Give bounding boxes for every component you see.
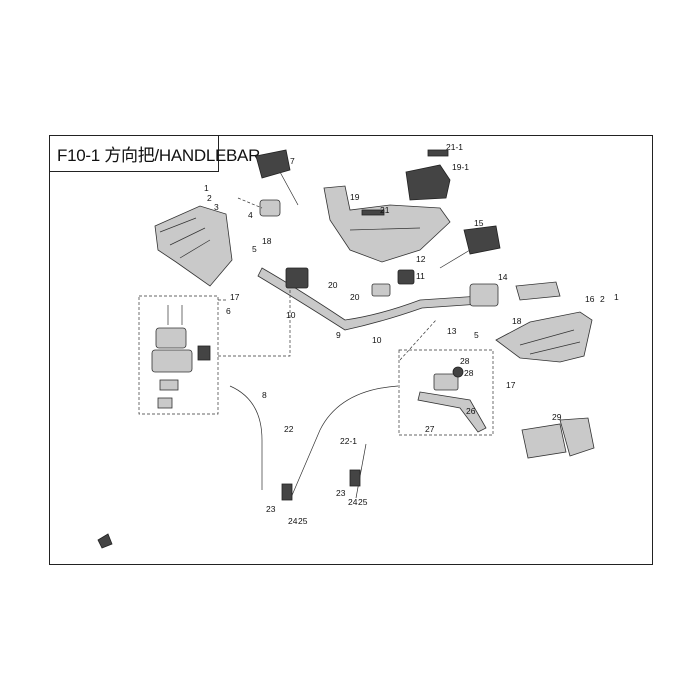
left-mirror xyxy=(255,149,299,206)
callout-10b: 10 xyxy=(372,335,382,345)
fitting-right xyxy=(349,469,361,487)
callout-25b: 25 xyxy=(358,497,368,507)
brake-hose-22 xyxy=(289,385,399,501)
right-clamp xyxy=(397,269,415,285)
handlebar-tube xyxy=(257,267,481,331)
clamp-20 xyxy=(371,283,391,297)
callout-3: 3 xyxy=(214,202,219,212)
callout-5: 5 xyxy=(252,244,257,254)
callout-4: 4 xyxy=(248,210,253,220)
callout-23b: 23 xyxy=(336,488,346,498)
left-switch-group-box xyxy=(138,295,219,415)
left-hand-guard xyxy=(154,205,233,287)
callout-22-1: 22-1 xyxy=(340,436,357,446)
callout-21: 21 xyxy=(380,205,390,215)
callout-23: 23 xyxy=(266,504,276,514)
callout-19: 19 xyxy=(350,192,360,202)
right-hand-guard xyxy=(495,311,593,363)
brake-hose-22-1 xyxy=(355,443,367,499)
callout-13: 13 xyxy=(447,326,457,336)
fitting-left xyxy=(281,483,293,501)
callout-6: 6 xyxy=(226,306,231,316)
callout-8: 8 xyxy=(262,390,267,400)
callout-labels: 1 2 3 4 5 6 7 8 9 10 10 11 12 13 14 15 1… xyxy=(204,142,619,526)
callout-1: 1 xyxy=(204,183,209,193)
right-switch xyxy=(469,283,499,307)
handlebar-cover xyxy=(323,185,451,263)
emblem-21 xyxy=(361,209,385,216)
callout-20: 20 xyxy=(328,280,338,290)
part-29-sleeve xyxy=(521,417,595,459)
diagram-frame xyxy=(49,135,653,565)
diagram-title: F10-1 方向把/HANDLEBAR xyxy=(49,135,260,172)
callout-26: 26 xyxy=(466,406,476,416)
callout-24: 24 xyxy=(288,516,298,526)
callout-5b: 5 xyxy=(474,330,479,340)
callout-20b: 20 xyxy=(350,292,360,302)
callout-7: 7 xyxy=(290,156,295,166)
page-corner-icon xyxy=(97,533,113,549)
callout-25: 25 xyxy=(298,516,308,526)
left-clamp xyxy=(285,267,309,289)
callout-11: 11 xyxy=(416,271,425,281)
callout-19-1: 19-1 xyxy=(452,162,469,172)
handlebar-pad xyxy=(405,164,451,201)
callout-1b: 1 xyxy=(614,292,619,302)
throttle-grip xyxy=(515,281,561,301)
emblem-21-1 xyxy=(427,149,449,157)
left-grip xyxy=(259,199,281,217)
throttle-cable xyxy=(229,385,263,490)
callout-2b: 2 xyxy=(600,294,605,304)
callout-27: 27 xyxy=(425,424,435,434)
callout-14: 14 xyxy=(498,272,508,282)
brake-master-assembly xyxy=(417,366,487,433)
callout-17b: 17 xyxy=(506,380,516,390)
callout-18b: 18 xyxy=(512,316,522,326)
callout-12: 12 xyxy=(416,254,426,264)
callout-28: 28 xyxy=(460,356,470,366)
callout-18: 18 xyxy=(262,236,272,246)
callout-22: 22 xyxy=(284,424,294,434)
left-switch-assembly xyxy=(151,305,211,409)
callout-16: 16 xyxy=(585,294,595,304)
callout-17: 17 xyxy=(230,292,240,302)
right-mirror xyxy=(439,225,501,269)
callout-2: 2 xyxy=(207,193,212,203)
callout-21-1: 21-1 xyxy=(446,142,463,152)
callout-9: 9 xyxy=(336,330,341,340)
callout-28b: 28 xyxy=(464,368,474,378)
callout-10: 10 xyxy=(286,310,296,320)
callout-29: 29 xyxy=(552,412,562,422)
right-brake-group-box xyxy=(398,349,494,436)
callout-15: 15 xyxy=(474,218,484,228)
callout-24b: 24 xyxy=(348,497,358,507)
